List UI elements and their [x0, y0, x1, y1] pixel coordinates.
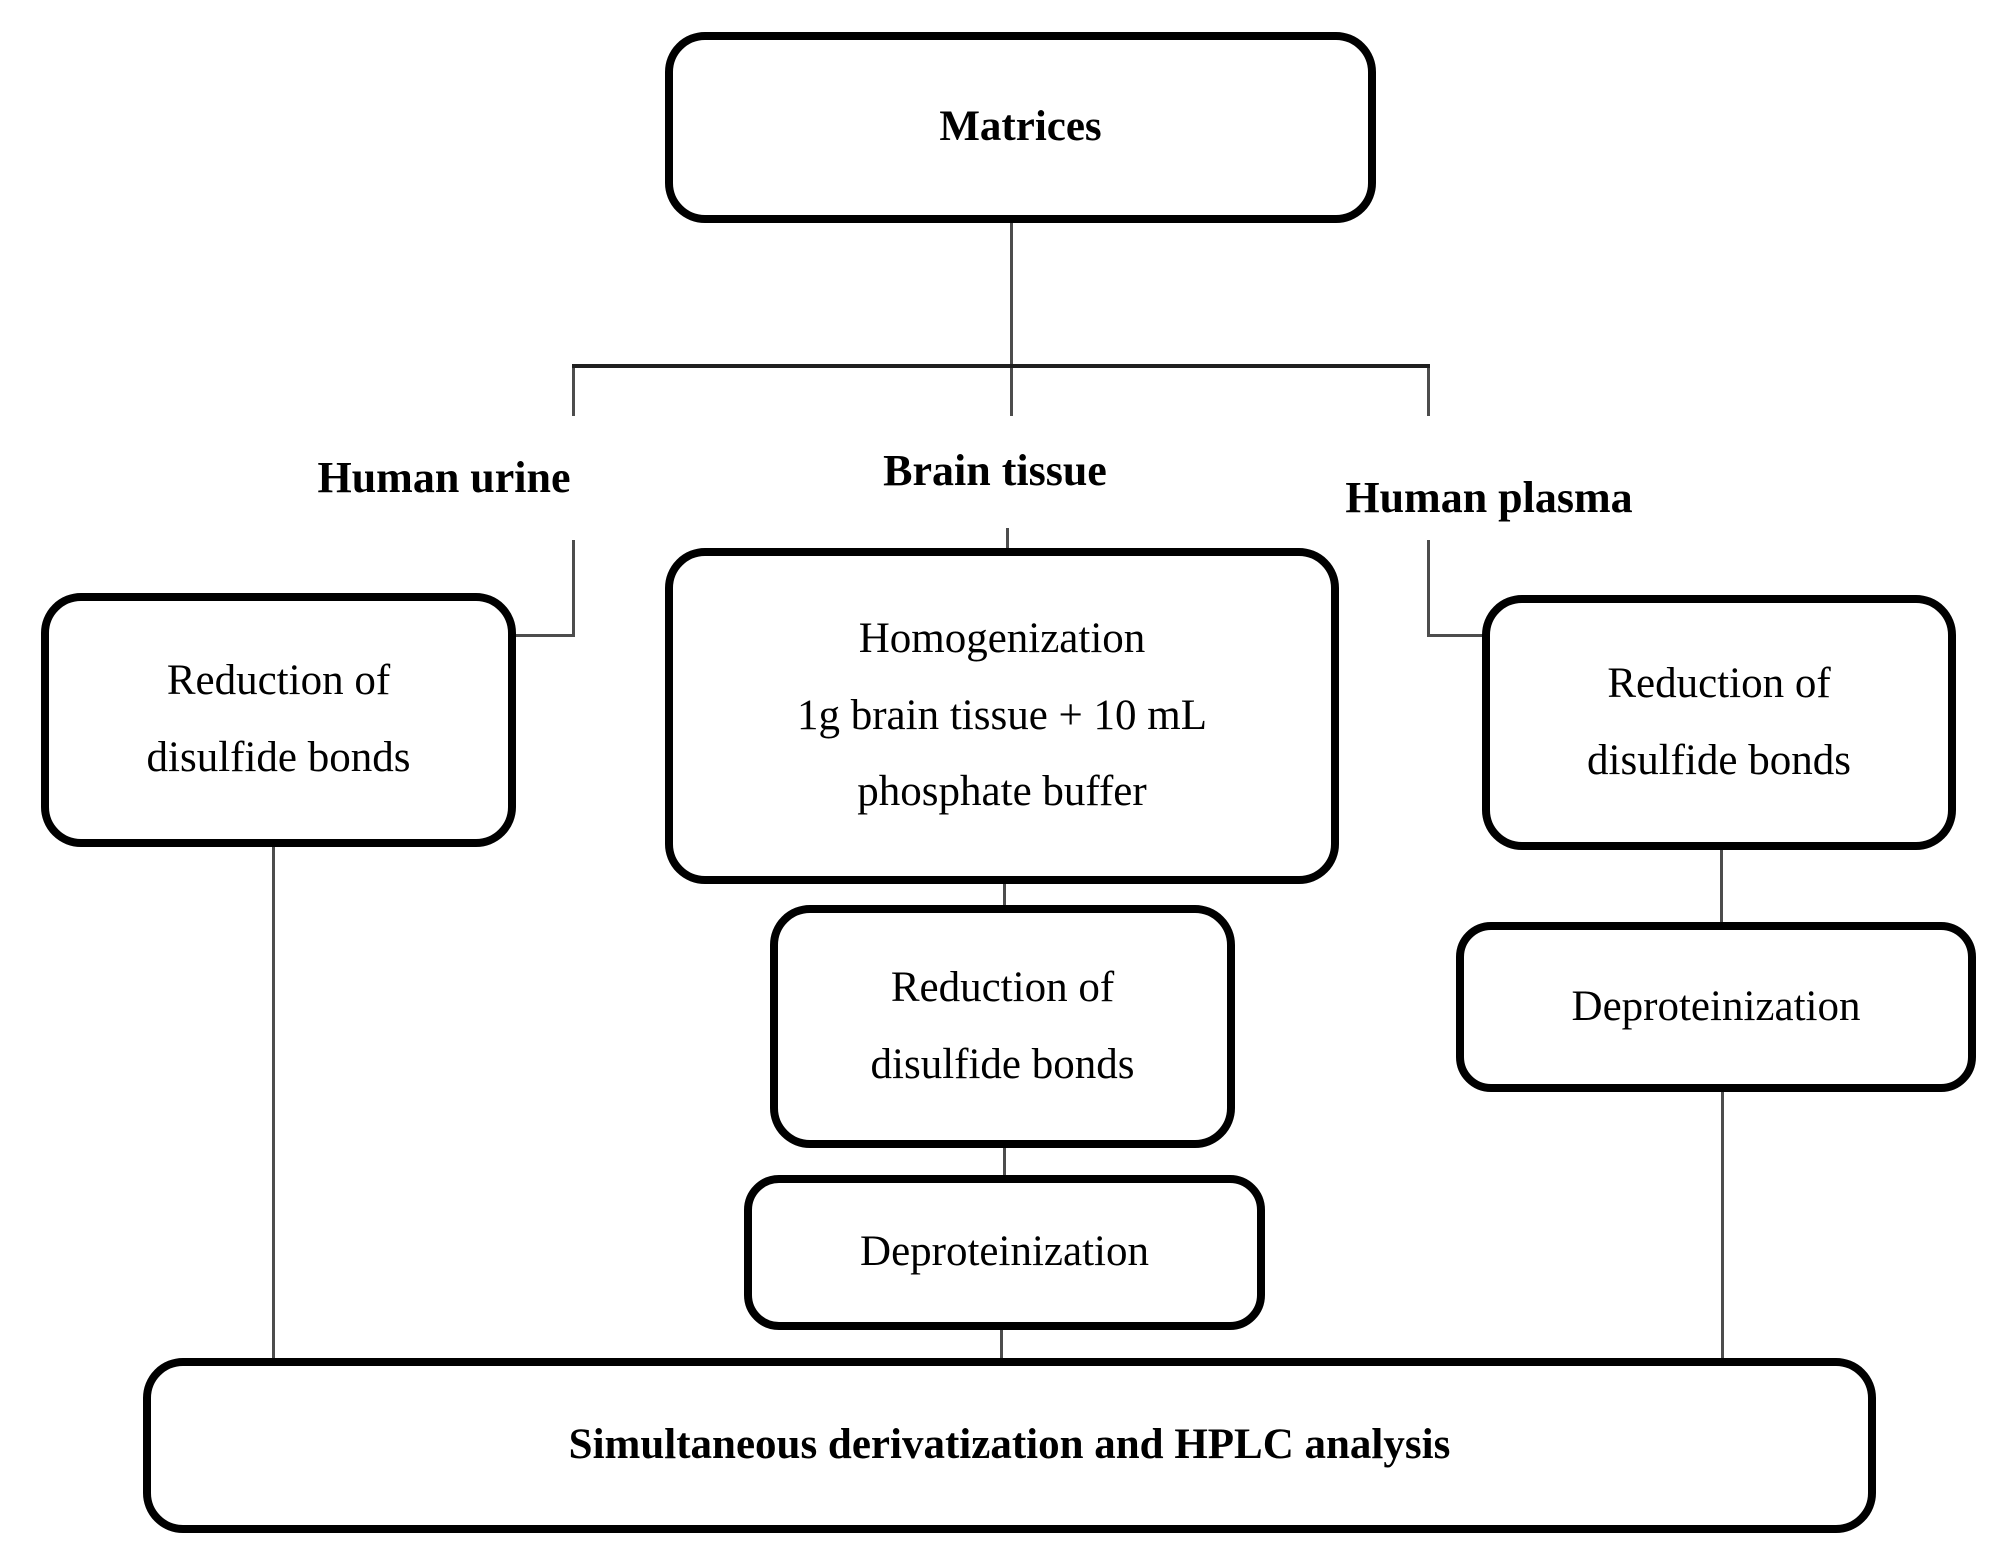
connector-stub-human-plasma: [1427, 368, 1430, 416]
node-brain-deproteinization-text: Deproteinization: [860, 1228, 1149, 1276]
connector-stub-human-urine: [572, 368, 575, 416]
node-homogenization: Homogenization 1g brain tissue + 10 mL p…: [665, 548, 1339, 884]
connector-plasma-jog: [1427, 634, 1485, 637]
branch-label-human-urine-text: Human urine: [317, 452, 571, 502]
connector-urine-reduction-to-final: [272, 847, 275, 1358]
node-plasma-reduction-disulfide-bonds: Reduction of disulfide bonds: [1482, 595, 1956, 850]
connector-brain-deproteinization-to-final: [1000, 1330, 1003, 1358]
node-brain-reduction-disulfide-bonds: Reduction of disulfide bonds: [770, 905, 1235, 1148]
node-brain-reduction-text: Reduction of disulfide bonds: [870, 963, 1135, 1088]
connector-urine-jog: [512, 634, 575, 637]
node-plasma-deproteinization: Deproteinization: [1456, 922, 1976, 1092]
node-urine-reduction-text: Reduction of disulfide bonds: [146, 657, 411, 781]
connector-plasma-label-down: [1427, 540, 1430, 637]
connector-brain-reduction-to-deproteinization: [1003, 1148, 1006, 1175]
connector-stub-brain-tissue: [1010, 368, 1013, 416]
connector-branch-line: [572, 364, 1430, 368]
branch-label-human-plasma: Human plasma: [1239, 469, 1739, 525]
node-homogenization-text: Homogenization 1g brain tissue + 10 mL p…: [796, 615, 1207, 816]
connector-brain-label-down: [1006, 528, 1009, 550]
branch-label-brain-tissue-text: Brain tissue: [883, 445, 1107, 495]
node-urine-reduction-disulfide-bonds: Reduction of disulfide bonds: [41, 593, 516, 847]
connector-homogenization-to-reduction: [1003, 882, 1006, 905]
node-final-derivatization-hplc: Simultaneous derivatization and HPLC ana…: [143, 1358, 1876, 1533]
node-brain-deproteinization: Deproteinization: [744, 1175, 1265, 1330]
node-plasma-deproteinization-text: Deproteinization: [1571, 982, 1861, 1030]
branch-label-human-plasma-text: Human plasma: [1345, 472, 1633, 522]
node-matrices: Matrices: [665, 32, 1376, 223]
node-plasma-reduction-text: Reduction of disulfide bonds: [1587, 659, 1851, 784]
connector-urine-label-down: [572, 540, 575, 637]
branch-label-brain-tissue: Brain tissue: [745, 442, 1245, 498]
node-matrices-text: Matrices: [939, 103, 1102, 151]
branch-label-human-urine: Human urine: [194, 449, 694, 505]
connector-matrices-down: [1010, 223, 1013, 364]
connector-plasma-deproteinization-to-final: [1721, 1092, 1724, 1358]
connector-plasma-reduction-to-deproteinization: [1720, 850, 1723, 922]
node-final-derivatization-hplc-text: Simultaneous derivatization and HPLC ana…: [568, 1421, 1451, 1469]
